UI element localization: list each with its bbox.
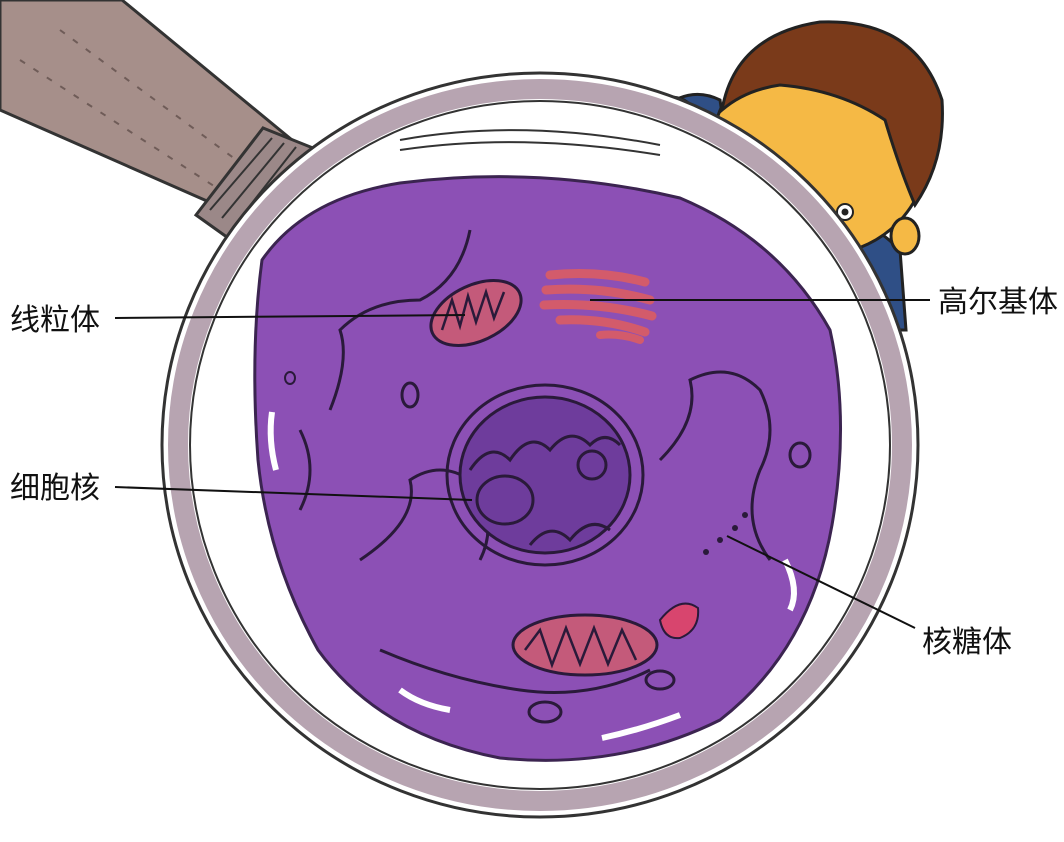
label-mitochondria: 线粒体 [10,303,100,338]
label-nucleus: 细胞核 [10,471,100,506]
label-golgi: 高尔基体 [938,285,1058,320]
nucleus [447,385,643,565]
label-ribosome: 核糖体 [922,625,1012,660]
